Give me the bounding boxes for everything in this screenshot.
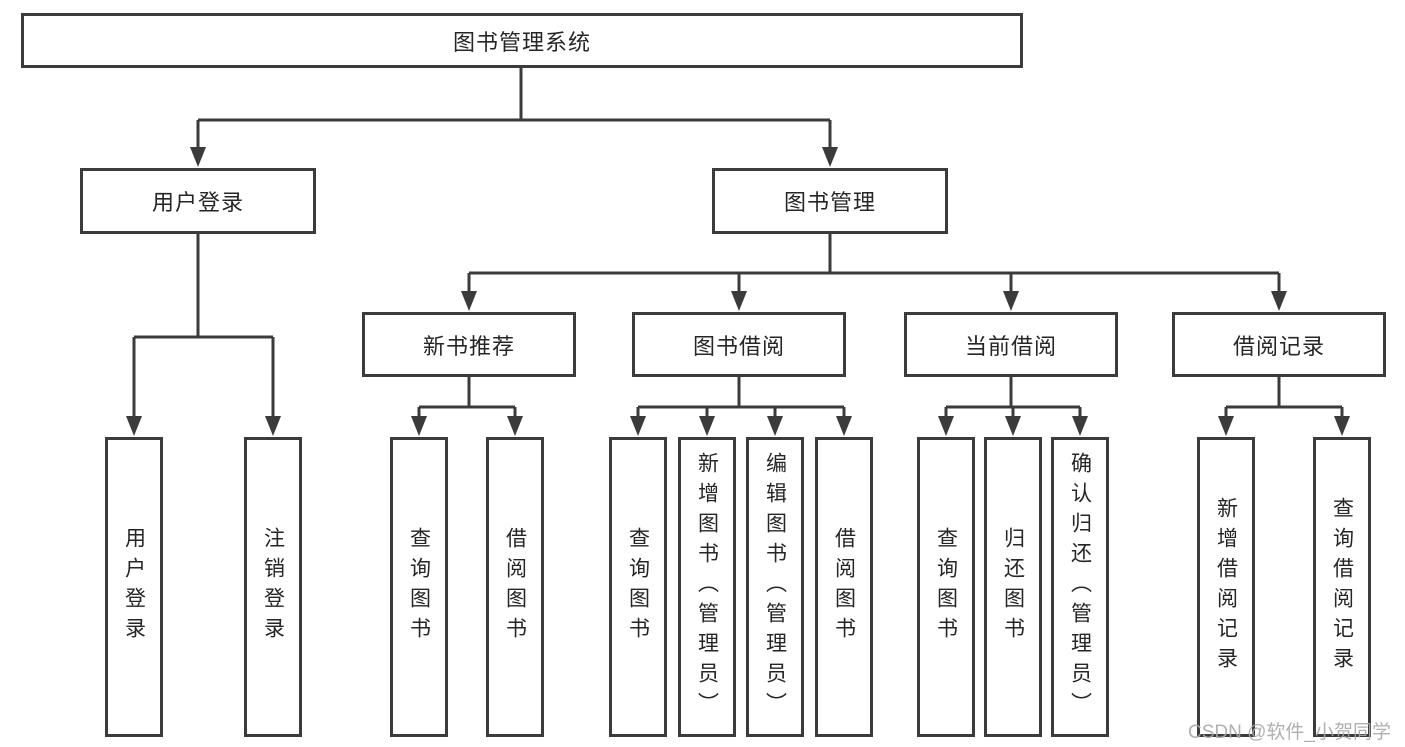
- leaf-recommend-borrow-books: 借阅图书: [486, 437, 544, 737]
- node-current-borrow: 当前借阅: [904, 312, 1118, 377]
- leaf-label: 查询借阅记录: [1330, 497, 1354, 677]
- node-book-management-label: 图书管理: [783, 190, 876, 215]
- leaf-records-add-borrow-record: 新增借阅记录: [1197, 437, 1255, 737]
- arrowhead-down-icon: [1072, 416, 1088, 436]
- connector-user-login-children: [126, 234, 281, 436]
- leaf-label: 归还图书: [1001, 527, 1025, 647]
- arrowhead-down-icon: [1218, 416, 1234, 436]
- arrowhead-down-icon: [836, 416, 852, 436]
- leaf-label: 借阅图书: [832, 527, 856, 647]
- connector-path: [196, 68, 832, 150]
- arrowhead-down-icon: [1334, 416, 1350, 436]
- leaf-borrow-borrow-books: 借阅图书: [815, 437, 873, 737]
- connector-path: [132, 234, 275, 419]
- leaf-current-return-books: 归还图书: [984, 437, 1042, 737]
- leaf-recommend-query-books: 查询图书: [390, 437, 448, 737]
- node-current-borrow-label: 当前借阅: [964, 333, 1057, 359]
- leaf-records-query-borrow-record: 查询借阅记录: [1313, 437, 1371, 737]
- arrowhead-down-icon: [461, 291, 477, 311]
- leaf-current-confirm-return-admin: 确认归还（管理员）: [1051, 437, 1109, 737]
- arrowhead-down-icon: [190, 147, 206, 167]
- connector-path: [467, 234, 1281, 294]
- node-root-label: 图书管理系统: [452, 29, 591, 55]
- leaf-current-query-books: 查询图书: [917, 437, 975, 737]
- node-borrow-records: 借阅记录: [1172, 312, 1386, 377]
- node-book-borrow-label: 图书借阅: [692, 333, 785, 359]
- arrowhead-down-icon: [767, 416, 783, 436]
- leaf-borrow-query-books: 查询图书: [609, 437, 667, 737]
- connector-root-to-branches: [190, 68, 838, 167]
- arrowhead-down-icon: [126, 416, 142, 436]
- arrowhead-down-icon: [265, 416, 281, 436]
- leaf-label: 借阅图书: [503, 527, 527, 647]
- node-borrow-records-label: 借阅记录: [1232, 333, 1325, 359]
- leaf-label: 注销登录: [261, 527, 285, 647]
- leaf-label: 查询图书: [934, 527, 958, 647]
- node-user-login-label: 用户登录: [151, 190, 244, 215]
- connector-path: [636, 377, 846, 419]
- leaf-user-login: 用户登录: [105, 437, 163, 737]
- leaf-label: 用户登录: [122, 527, 146, 647]
- arrowhead-down-icon: [938, 416, 954, 436]
- leaf-label: 新增图书（管理员）: [695, 452, 719, 722]
- node-new-book-recommend: 新书推荐: [362, 312, 576, 377]
- node-user-login: 用户登录: [80, 168, 316, 234]
- connector-new-book-recommend-children: [411, 377, 523, 436]
- arrowhead-down-icon: [1003, 291, 1019, 311]
- leaf-logout: 注销登录: [244, 437, 302, 737]
- connector-current-borrow-children: [938, 377, 1088, 436]
- leaf-borrow-add-books-admin: 新增图书（管理员）: [678, 437, 736, 737]
- leaf-label: 查询图书: [626, 527, 650, 647]
- csdn-watermark: CSDN @软件_小贺同学: [1188, 722, 1391, 743]
- arrowhead-down-icon: [1005, 416, 1021, 436]
- arrowhead-down-icon: [507, 416, 523, 436]
- leaf-label: 查询图书: [407, 527, 431, 647]
- arrowhead-down-icon: [630, 416, 646, 436]
- connector-book-management-sections: [461, 234, 1287, 311]
- connector-path: [1224, 377, 1344, 419]
- leaf-label: 新增借阅记录: [1214, 497, 1238, 677]
- node-book-borrow: 图书借阅: [632, 312, 846, 377]
- connector-path: [944, 377, 1082, 419]
- leaf-label: 确认归还（管理员）: [1068, 452, 1092, 722]
- leaf-borrow-edit-books-admin: 编辑图书（管理员）: [746, 437, 804, 737]
- node-root: 图书管理系统: [21, 13, 1023, 68]
- arrowhead-down-icon: [822, 147, 838, 167]
- connector-borrow-records-children: [1218, 377, 1350, 436]
- connector-book-borrow-children: [630, 377, 852, 436]
- arrowhead-down-icon: [731, 291, 747, 311]
- node-new-book-recommend-label: 新书推荐: [422, 333, 515, 359]
- arrowhead-down-icon: [699, 416, 715, 436]
- arrowhead-down-icon: [1271, 291, 1287, 311]
- arrowhead-down-icon: [411, 416, 427, 436]
- leaf-label: 编辑图书（管理员）: [763, 452, 787, 722]
- connector-path: [417, 377, 517, 419]
- node-book-management: 图书管理: [712, 168, 948, 234]
